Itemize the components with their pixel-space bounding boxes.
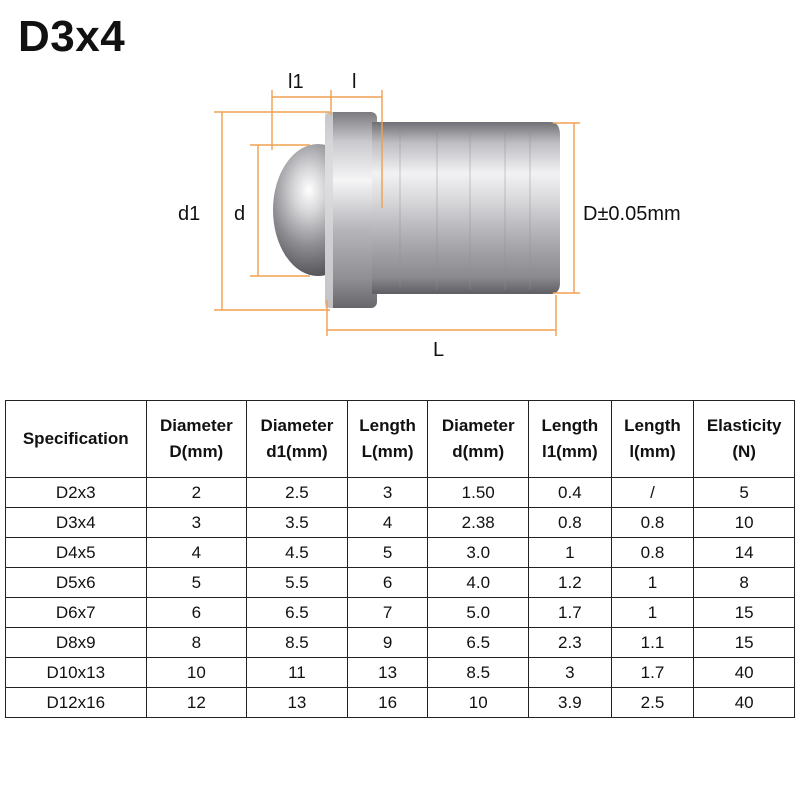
dim-label-D: D±0.05mm <box>583 203 681 225</box>
cell-l: 1.1 <box>610 627 695 658</box>
cell-d1: 6.5 <box>246 597 348 628</box>
cell-d: 2.38 <box>427 507 530 538</box>
cell-D: 4 <box>145 537 248 568</box>
cell-elasticity: 15 <box>693 597 795 628</box>
cell-elasticity: 10 <box>693 507 795 538</box>
table-row: D6x7 6 6.5 7 5.0 1.7 1 15 <box>5 597 795 628</box>
cell-d1: 8.5 <box>246 627 348 658</box>
table-row: D3x4 3 3.5 4 2.38 0.8 0.8 10 <box>5 507 795 538</box>
cell-d: 10 <box>427 687 530 718</box>
header-specification: Specification <box>5 400 147 478</box>
cell-L: 9 <box>346 627 429 658</box>
cell-L: 16 <box>346 687 429 718</box>
table-row: D8x9 8 8.5 9 6.5 2.3 1.1 15 <box>5 627 795 658</box>
dim-label-L: L <box>433 339 444 361</box>
cell-spec: D6x7 <box>5 597 147 628</box>
cell-D: 2 <box>145 477 248 508</box>
cell-d1: 5.5 <box>246 567 348 598</box>
cell-d: 6.5 <box>427 627 530 658</box>
table-row: D5x6 5 5.5 6 4.0 1.2 1 8 <box>5 567 795 598</box>
table-row: D10x13 10 11 13 8.5 3 1.7 40 <box>5 657 795 688</box>
cell-l: 1 <box>610 567 695 598</box>
cell-d1: 13 <box>246 687 348 718</box>
cell-l1: 3 <box>528 657 612 688</box>
cell-l1: 2.3 <box>528 627 612 658</box>
cell-d: 8.5 <box>427 657 530 688</box>
cell-spec: D5x6 <box>5 567 147 598</box>
cell-l1: 0.8 <box>528 507 612 538</box>
flange <box>325 112 377 308</box>
header-elasticity: Elasticity(N) <box>693 400 795 478</box>
cell-l: 0.8 <box>610 537 695 568</box>
cell-D: 10 <box>145 657 248 688</box>
cell-L: 13 <box>346 657 429 688</box>
cell-l1: 1 <box>528 537 612 568</box>
cell-elasticity: 14 <box>693 537 795 568</box>
page-title: D3x4 <box>18 12 126 61</box>
table-row: D12x16 12 13 16 10 3.9 2.5 40 <box>5 687 795 718</box>
cell-l: 1 <box>610 597 695 628</box>
cell-elasticity: 5 <box>693 477 795 508</box>
dim-label-l1: l1 <box>288 71 304 93</box>
cell-d1: 4.5 <box>246 537 348 568</box>
cell-L: 7 <box>346 597 429 628</box>
cell-spec: D10x13 <box>5 657 147 688</box>
cell-d: 4.0 <box>427 567 530 598</box>
dim-label-l: l <box>352 71 356 93</box>
cell-d: 1.50 <box>427 477 530 508</box>
cell-L: 3 <box>346 477 429 508</box>
dim-label-d1: d1 <box>178 203 200 225</box>
cell-elasticity: 8 <box>693 567 795 598</box>
cell-l1: 1.2 <box>528 567 612 598</box>
ball-plunger-diagram: l1 l d1 d D±0.05mm L <box>178 71 681 361</box>
cell-D: 3 <box>145 507 248 538</box>
cell-l: 1.7 <box>610 657 695 688</box>
cell-elasticity: 40 <box>693 687 795 718</box>
cell-D: 12 <box>145 687 248 718</box>
cell-spec: D12x16 <box>5 687 147 718</box>
table-row: D2x3 2 2.5 3 1.50 0.4 / 5 <box>5 477 795 508</box>
cell-d: 3.0 <box>427 537 530 568</box>
cell-l1: 1.7 <box>528 597 612 628</box>
cell-L: 6 <box>346 567 429 598</box>
cell-D: 6 <box>145 597 248 628</box>
cell-spec: D8x9 <box>5 627 147 658</box>
cell-D: 5 <box>145 567 248 598</box>
cell-l: 0.8 <box>610 507 695 538</box>
cell-elasticity: 15 <box>693 627 795 658</box>
cell-elasticity: 40 <box>693 657 795 688</box>
cell-l: / <box>610 477 695 508</box>
cell-d1: 11 <box>246 657 348 688</box>
cell-l1: 3.9 <box>528 687 612 718</box>
cell-d1: 3.5 <box>246 507 348 538</box>
cell-l: 2.5 <box>610 687 695 718</box>
table-row: D4x5 4 4.5 5 3.0 1 0.8 14 <box>5 537 795 568</box>
cell-L: 5 <box>346 537 429 568</box>
cell-d1: 2.5 <box>246 477 348 508</box>
cell-D: 8 <box>145 627 248 658</box>
cell-L: 4 <box>346 507 429 538</box>
cell-l1: 0.4 <box>528 477 612 508</box>
dim-label-d: d <box>234 203 245 225</box>
cell-d: 5.0 <box>427 597 530 628</box>
cell-spec: D3x4 <box>5 507 147 538</box>
plunger-body <box>372 122 560 294</box>
cell-spec: D4x5 <box>5 537 147 568</box>
cell-spec: D2x3 <box>5 477 147 508</box>
